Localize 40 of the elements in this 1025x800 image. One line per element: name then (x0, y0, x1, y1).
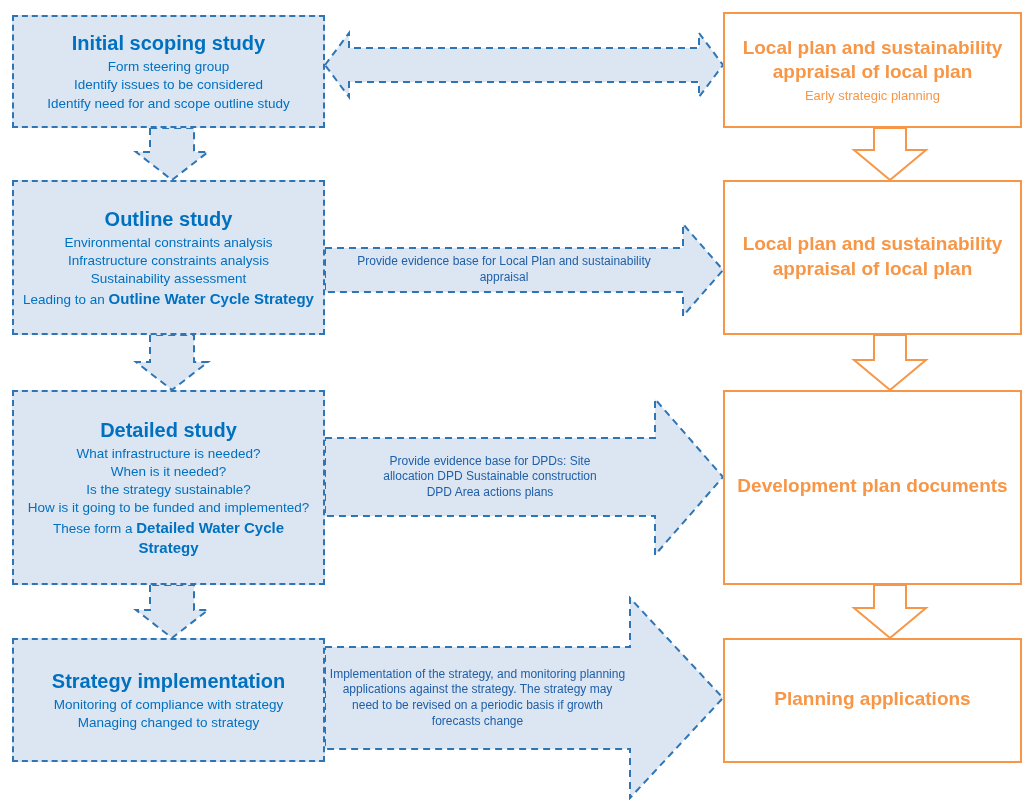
box-text: These form a Detailed Water Cycle Strategy (51, 517, 286, 558)
block-arrow (851, 334, 929, 392)
box-text: Sustainability assessment (90, 270, 247, 289)
process-box (12, 15, 325, 128)
box-heading: Planning applications (774, 687, 971, 712)
process-box (723, 638, 1022, 763)
block-arrow (851, 584, 929, 640)
box-text: Infrastructure constraints analysis (67, 252, 270, 271)
process-box (12, 180, 325, 335)
process-box (12, 638, 325, 762)
block-arrow (851, 127, 929, 182)
box-text: Is the strategy sustainable? (86, 481, 251, 500)
block-arrow (323, 30, 725, 100)
process-box (723, 12, 1022, 128)
box-heading: Local plan and sustainability appraisal of local plan (741, 231, 1004, 281)
box-text: Early strategic planning (804, 86, 941, 105)
edge-label: Provide evidence base for DPDs: Site allocation DPD Sustainable construction DPD Area actions plans (382, 453, 598, 501)
box-text: Leading to an Outline Water Cycle Strategy (23, 288, 314, 309)
box-heading: Initial scoping study (71, 31, 266, 57)
box-text: Environmental constraints analysis (64, 234, 273, 253)
box-text: Form steering group (107, 58, 230, 77)
box-text: Managing changed to strategy (77, 714, 260, 732)
box-text: Identify need for and scope outline study (47, 94, 290, 113)
block-arrow (324, 595, 725, 800)
box-text: Identify issues to be considered (73, 76, 264, 95)
box-text: Monitoring of compliance with strategy (53, 695, 284, 714)
box-text: When is it needed? (110, 463, 227, 482)
edge-label: Implementation of the strategy, and monitoring planning applications against the strategy. The strategy may need to be revised on a periodic basis if growth forecasts change (329, 666, 626, 730)
box-heading: Development plan documents (737, 474, 1008, 499)
box-heading: Strategy implementation (51, 668, 286, 694)
box-text: How is it going to be funded and implemented? (27, 499, 310, 518)
block-arrow (133, 334, 211, 392)
process-box (12, 390, 325, 585)
process-box (723, 390, 1022, 585)
edge-label: Provide evidence base for Local Plan and sustainability appraisal (356, 254, 652, 286)
process-box (723, 180, 1022, 335)
box-heading: Detailed study (100, 417, 237, 443)
box-text: What infrastructure is needed? (76, 444, 261, 463)
box-heading: Local plan and sustainability appraisal of local plan (741, 35, 1004, 85)
box-heading: Outline study (104, 207, 233, 233)
